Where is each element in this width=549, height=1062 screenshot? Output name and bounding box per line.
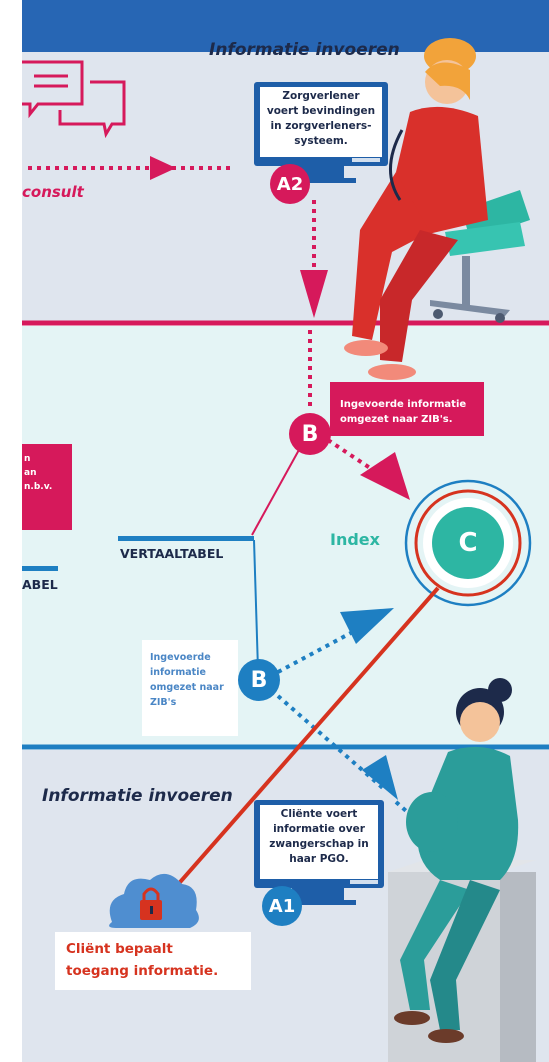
b-bottom-label: Ingevoerde informatie omgezet naar ZIB's	[150, 650, 238, 710]
consult-arrow-icon	[150, 156, 176, 180]
top-bar-edge	[22, 52, 549, 66]
vertaal-b-bottom-line	[253, 539, 259, 671]
a1-screen-text: Cliënte voert informatie over zwangersch…	[260, 807, 378, 867]
client-line-1: Cliënt bepaalt	[66, 941, 173, 957]
index-badge: C	[432, 507, 504, 579]
b-bottom-line-3: omgezet naar	[150, 682, 224, 693]
b-bottom-line-1: Ingevoerde	[150, 652, 211, 663]
a1-monitor-icon	[254, 800, 384, 905]
left-pink-box-text: n an n.b.v.	[24, 452, 70, 494]
client-box-text: Cliënt bepaalt toegang informatie.	[66, 938, 250, 982]
a1-badge: A1	[262, 886, 302, 926]
vertaaltabel-bar	[118, 536, 254, 541]
left-pink-box	[22, 444, 72, 530]
b-top-badge: B	[289, 413, 331, 455]
cloud-lock-icon	[109, 873, 199, 928]
b-top-line-1: Ingevoerde informatie	[340, 399, 467, 410]
b-bottom-badge: B	[238, 659, 280, 701]
top-heading: Informatie invoeren	[209, 40, 400, 60]
b-bottom-index-arrow-icon	[340, 608, 394, 644]
b-top-vertaal-line	[251, 447, 301, 536]
left-box-line-2: an	[24, 468, 37, 478]
nurse-illustration	[344, 38, 530, 380]
b-bottom-index-dotted	[277, 626, 361, 674]
b-top-box	[330, 382, 484, 436]
a2-monitor-icon	[254, 82, 388, 183]
b-bottom-a1-dotted	[276, 694, 387, 792]
a2-badge: A2	[270, 164, 310, 204]
a2-line-2: voert bevindingen	[266, 105, 376, 117]
client-box	[55, 932, 251, 990]
index-label: Index	[330, 530, 380, 549]
bottom-heading: Informatie invoeren	[42, 786, 233, 806]
b-top-index-arrow-icon	[360, 452, 410, 500]
consult-label: consult	[22, 183, 84, 201]
left-box-line-1: n	[24, 454, 31, 464]
a2-down-arrow-icon	[300, 270, 328, 318]
client-line-2: toegang informatie.	[66, 963, 219, 979]
b-bottom-a1-arrow-icon	[362, 755, 398, 800]
index-client-red-line	[158, 586, 440, 907]
left-box-line-3: n.b.v.	[24, 482, 53, 492]
b-bottom-line-2: informatie	[150, 667, 206, 678]
index-red-ring	[414, 489, 522, 597]
a1-line-1: Cliënte voert	[280, 808, 358, 820]
client-illustration	[388, 678, 536, 1062]
a1-line-4: haar PGO.	[289, 853, 349, 865]
index-outer-ring	[404, 479, 532, 607]
b-top-box-text: Ingevoerde informatie omgezet naar ZIB's…	[340, 397, 480, 427]
left-tabel-label: ABEL	[22, 577, 58, 592]
a2-screen-text: Zorgverlener voert bevindingen in zorgve…	[260, 89, 382, 149]
chat-bubbles-icon	[22, 60, 126, 139]
a2-line-4: systeem.	[294, 135, 348, 147]
b-bottom-label-box	[142, 640, 238, 736]
b-top-line-2: omgezet naar ZIB's.	[340, 414, 453, 425]
a2-line-1: Zorgverlener	[282, 90, 360, 102]
a1-line-3: zwangerschap in	[269, 838, 369, 850]
a1-line-2: informatie over	[273, 823, 365, 835]
vertaaltabel-label: VERTAALTABEL	[120, 546, 224, 561]
a2-line-3: in zorgverleners-	[270, 120, 372, 132]
b-bottom-line-4: ZIB's	[150, 697, 177, 708]
left-tabel-bar	[22, 566, 58, 571]
